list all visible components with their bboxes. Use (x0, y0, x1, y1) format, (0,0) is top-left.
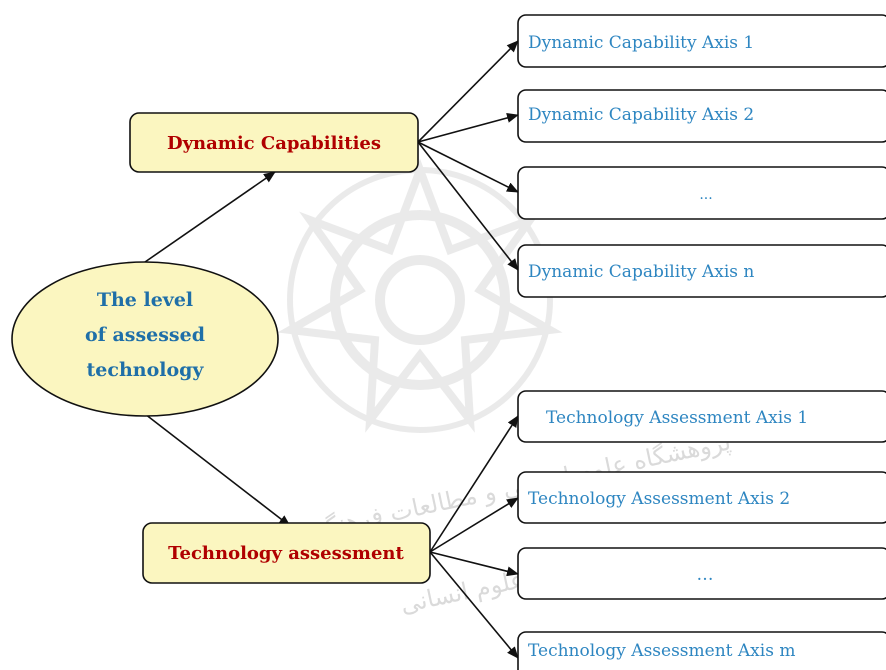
root-label-line-3: technology (87, 359, 205, 381)
technology-axis-1-label: Technology Assessment Axis 1 (546, 408, 808, 428)
connectors (144, 40, 519, 659)
dynamic-axis-2: Dynamic Capability Axis 2 (517, 89, 886, 143)
dynamic-axis-1: Dynamic Capability Axis 1 (517, 14, 886, 68)
arrow-dynamic-to-axis-n (417, 141, 519, 271)
technology-axis-m: Technology Assessment Axis m (517, 631, 886, 670)
technology-axis-m-label: Technology Assessment Axis m (528, 641, 795, 661)
root-label-line-1: The level (97, 289, 193, 311)
arrow-technology-to-axis-3 (429, 551, 519, 577)
arrow-root-to-technology (144, 413, 291, 527)
arrow-dynamic-to-axis-1 (417, 40, 519, 143)
dynamic-capabilities-label: Dynamic Capabilities (167, 133, 381, 154)
dynamic-axis-3: ... (517, 166, 886, 220)
technology-assessment-label: Technology assessment (168, 543, 404, 564)
technology-assessment-node: Technology assessment (142, 522, 431, 584)
dynamic-axis-3-label: ... (699, 187, 712, 203)
dynamic-axis-2-label: Dynamic Capability Axis 2 (528, 105, 754, 125)
arrow-technology-to-axis-2 (429, 497, 519, 553)
dynamic-axis-n: Dynamic Capability Axis n (517, 244, 886, 298)
root-label-line-2: of assessed (85, 324, 205, 346)
dynamic-capabilities-node: Dynamic Capabilities (129, 112, 419, 173)
arrow-technology-to-axis-m (429, 551, 519, 659)
technology-axis-3: … (517, 547, 886, 600)
arrow-root-to-dynamic (144, 171, 276, 263)
arrow-dynamic-to-axis-3 (417, 141, 519, 193)
technology-axis-2-label: Technology Assessment Axis 2 (528, 489, 790, 509)
arrow-technology-to-axis-1 (429, 415, 519, 553)
technology-axis-1: Technology Assessment Axis 1 (517, 390, 886, 443)
watermark-rosette (277, 158, 563, 433)
root-node: The level of assessed technology (11, 261, 279, 417)
technology-axis-2: Technology Assessment Axis 2 (517, 471, 886, 524)
dynamic-axis-1-label: Dynamic Capability Axis 1 (528, 33, 754, 53)
dynamic-axis-n-label: Dynamic Capability Axis n (528, 262, 754, 282)
arrow-dynamic-to-axis-2 (417, 113, 519, 143)
technology-axis-3-label: … (697, 565, 714, 585)
